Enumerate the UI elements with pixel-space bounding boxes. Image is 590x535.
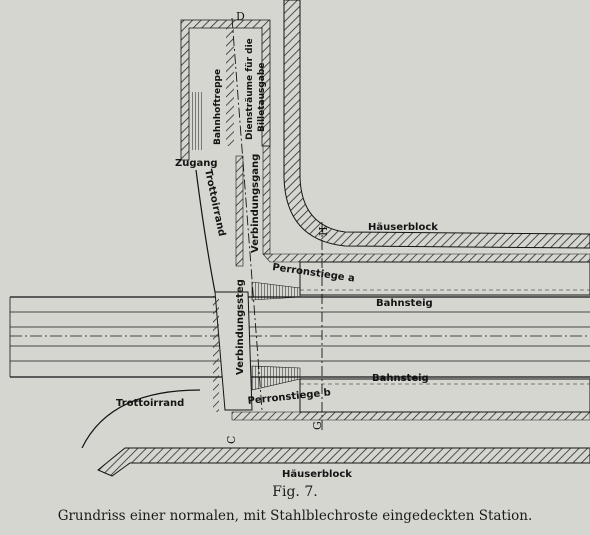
label-perronstiege-b: Perronstiege b bbox=[247, 387, 331, 407]
perron-b-wall bbox=[231, 411, 590, 421]
stair-building-divider bbox=[226, 28, 234, 146]
section-label-c: C bbox=[225, 436, 238, 444]
label-trottoirrand-top: Trottoirrand bbox=[202, 168, 227, 237]
label-perronstiege-a: Perronstiege a bbox=[272, 262, 356, 284]
haeuserblock-bottom-wall bbox=[97, 447, 590, 477]
section-label-d: D bbox=[236, 10, 245, 23]
bahnsteig-top bbox=[299, 261, 590, 296]
trottoirrand-bottom-curb bbox=[81, 389, 201, 449]
verbindungssteg-wall-left bbox=[213, 296, 219, 412]
label-zugang: Zugang bbox=[175, 158, 218, 169]
label-dienstraeume-2: Billetausgabe bbox=[257, 63, 267, 132]
perron-a-wall bbox=[262, 253, 590, 263]
label-verbindungssteg: Verbindungssteg bbox=[235, 279, 246, 375]
section-label-g: G bbox=[311, 421, 324, 430]
label-trottoirrand-bottom: Trottoirrand bbox=[116, 398, 184, 409]
perronstiege-a-ramp bbox=[251, 281, 301, 301]
figure-caption: Grundriss einer normalen, mit Stahlblech… bbox=[57, 508, 533, 524]
verbindungssteg-bridge bbox=[214, 291, 253, 411]
perronstiege-b-ramp bbox=[251, 365, 301, 391]
label-verbindungsgang: Verbindungsgang bbox=[250, 154, 261, 253]
figure-number: Fig. 7. bbox=[272, 484, 318, 500]
verbindungsgang-wall-right bbox=[262, 145, 271, 255]
station-plan: Bahnhoftreppe Diensträume für die Billet… bbox=[9, 0, 590, 480]
bahnhoftreppe-steps bbox=[192, 92, 202, 150]
verbindungsgang-wall-left bbox=[235, 155, 244, 267]
trottoirrand-top-curb bbox=[195, 169, 216, 293]
label-bahnsteig-top: Bahnsteig bbox=[376, 298, 433, 309]
stair-building-walls bbox=[180, 19, 271, 161]
haeuserblock-top-wall bbox=[283, 0, 590, 249]
section-line-cd bbox=[231, 17, 263, 411]
label-haeuserblock-top: Häuserblock bbox=[368, 222, 438, 233]
label-dienstraeume-1: Diensträume für die bbox=[245, 38, 255, 140]
label-bahnsteig-bottom: Bahnsteig bbox=[372, 373, 429, 384]
section-label-h: H bbox=[317, 226, 330, 236]
label-bahnhoftreppe: Bahnhoftreppe bbox=[213, 69, 223, 145]
label-haeuserblock-bottom: Häuserblock bbox=[282, 469, 352, 480]
